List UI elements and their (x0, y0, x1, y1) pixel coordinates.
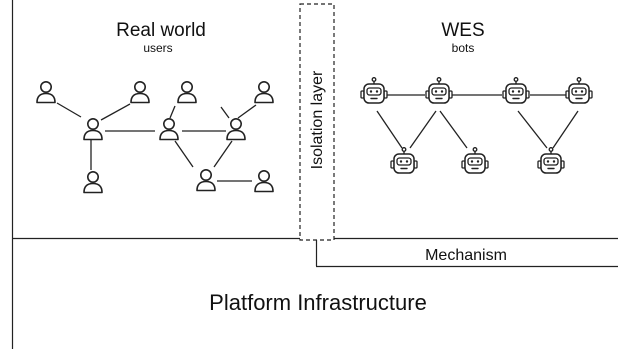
person-icon (130, 81, 150, 104)
robot-icon (360, 76, 388, 104)
robot-icon (390, 146, 418, 174)
user-icons (36, 81, 274, 194)
real-world-title: Real world (116, 20, 206, 41)
person-icon (254, 81, 274, 104)
platform-infrastructure-label: Platform Infrastructure (209, 290, 427, 315)
isolation-layer-label: Isolation layer (309, 70, 326, 169)
robot-icon (502, 76, 530, 104)
wes-subtitle: bots (452, 41, 475, 55)
person-icon (36, 81, 56, 104)
bot-icons (360, 76, 593, 174)
robot-icon (537, 146, 565, 174)
bot-connections (376, 94, 579, 149)
robot-icon (461, 146, 489, 174)
wes-title: WES (441, 20, 484, 41)
person-icon (177, 81, 197, 104)
real-world-subtitle: users (143, 41, 172, 55)
person-icon (83, 118, 103, 141)
person-icon (159, 118, 179, 141)
mechanism-label: Mechanism (425, 247, 507, 264)
person-icon (254, 170, 274, 193)
person-icon (196, 169, 216, 192)
person-icon (226, 118, 246, 141)
user-connections (56, 102, 257, 182)
robot-icon (425, 76, 453, 104)
robot-icon (565, 76, 593, 104)
person-icon (83, 171, 103, 194)
isolation-layer-box (299, 3, 335, 241)
